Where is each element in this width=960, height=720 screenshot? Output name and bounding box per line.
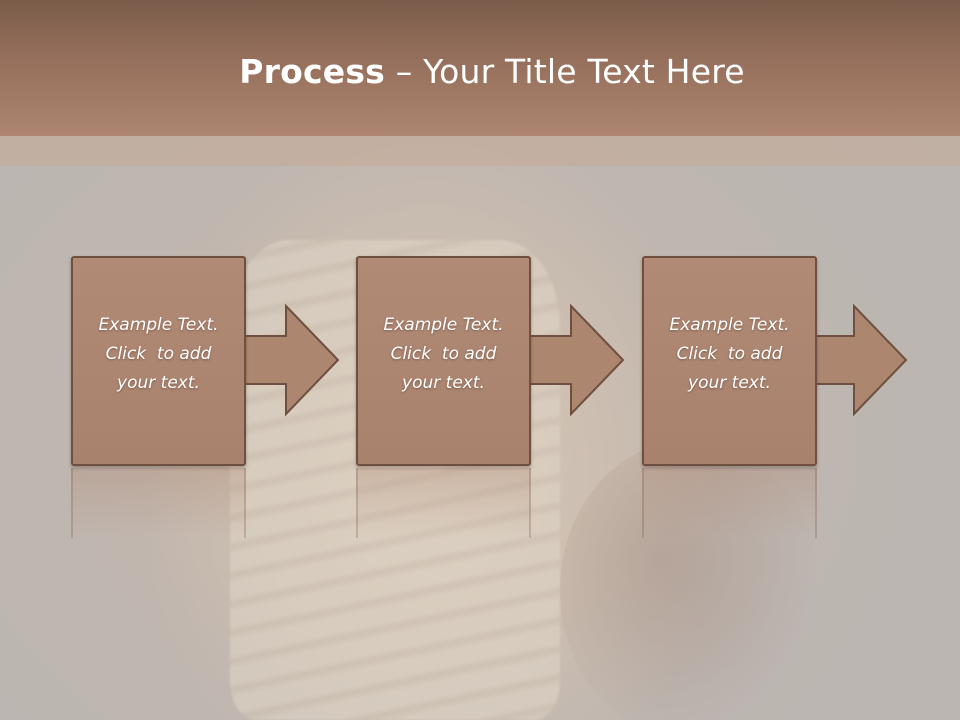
step-text-line: your text. bbox=[117, 373, 200, 393]
right-arrow-icon bbox=[240, 303, 340, 417]
step-box bbox=[71, 256, 246, 466]
header-band bbox=[0, 136, 960, 166]
step-reflection bbox=[71, 468, 246, 538]
step-text-line: Example Text. bbox=[383, 315, 504, 335]
title-bold-text: Process bbox=[239, 52, 386, 91]
step-text[interactable]: Example Text. Click to add your text. bbox=[364, 311, 523, 398]
step-text[interactable]: Example Text. Click to add your text. bbox=[79, 311, 238, 398]
step-reflection bbox=[642, 468, 817, 538]
process-step-2[interactable]: Example Text. Click to add your text. bbox=[356, 256, 625, 538]
title-rest-text: – Your Title Text Here bbox=[385, 52, 745, 91]
step-text-line: Click to add bbox=[676, 344, 783, 364]
header-bar bbox=[0, 0, 960, 136]
step-text-line: Click to add bbox=[390, 344, 497, 364]
step-text-line: Click to add bbox=[105, 344, 212, 364]
step-text-line: Example Text. bbox=[669, 315, 790, 335]
slide-title[interactable]: Process – Your Title Text Here bbox=[0, 52, 960, 91]
step-text-line: Example Text. bbox=[98, 315, 219, 335]
right-arrow-icon bbox=[811, 303, 908, 417]
step-box bbox=[356, 256, 531, 466]
step-box bbox=[642, 256, 817, 466]
step-reflection bbox=[356, 468, 531, 538]
process-step-3[interactable]: Example Text. Click to add your text. bbox=[642, 256, 908, 538]
process-step-1[interactable]: Example Text. Click to add your text. bbox=[71, 256, 340, 538]
step-text-line: your text. bbox=[402, 373, 485, 393]
background-photo-shadow bbox=[560, 440, 820, 720]
right-arrow-icon bbox=[525, 303, 625, 417]
step-text[interactable]: Example Text. Click to add your text. bbox=[650, 311, 809, 398]
step-text-line: your text. bbox=[688, 373, 771, 393]
